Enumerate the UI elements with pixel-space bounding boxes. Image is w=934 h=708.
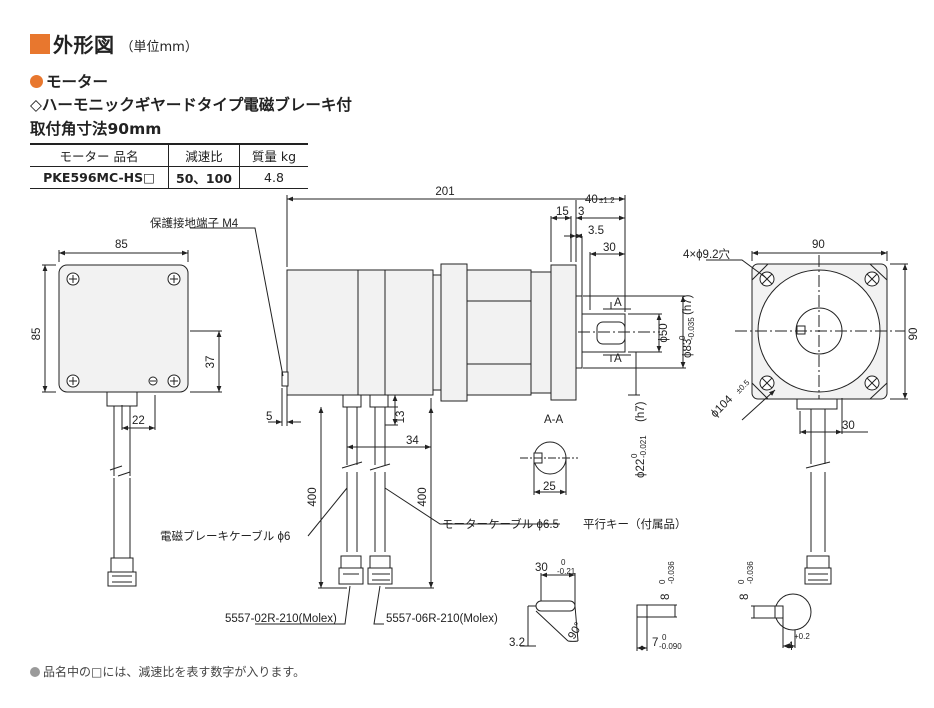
svg-text:8: 8: [739, 594, 751, 600]
svg-text:40: 40: [585, 194, 598, 206]
svg-text:25: 25: [543, 481, 556, 493]
col-header-model: モーター 品名: [30, 143, 169, 167]
type-heading: ◇ハーモニックギヤードタイプ電磁ブレーキ付: [30, 96, 352, 114]
ground-terminal-label: 保護接地端子 M4: [150, 216, 239, 230]
svg-text:3.5: 3.5: [588, 225, 604, 237]
motor-connector-label: 5557-06R-210(Molex): [386, 613, 498, 625]
svg-text:-0.090: -0.090: [659, 642, 682, 651]
side-view: [190, 195, 686, 625]
svg-text:ϕ22: ϕ22: [635, 459, 647, 478]
svg-text:90°: 90°: [566, 620, 585, 641]
svg-text:-0.035: -0.035: [687, 317, 696, 340]
unit-label: （単位mm）: [120, 39, 198, 55]
svg-text:A: A: [614, 353, 622, 365]
svg-text:-0.036: -0.036: [667, 561, 676, 584]
svg-text:A: A: [614, 297, 622, 309]
svg-text:201: 201: [435, 186, 454, 198]
svg-text:+0.2: +0.2: [794, 632, 810, 641]
svg-text:8: 8: [660, 594, 672, 600]
svg-text:-0.21: -0.21: [557, 567, 576, 576]
svg-text:(h7): (h7): [635, 401, 647, 422]
svg-text:30: 30: [603, 242, 616, 254]
callout-labels: 保護接地端子 M4 電磁ブレーキケーブル ϕ6 モーターケーブル ϕ6.5 平行…: [150, 216, 687, 625]
svg-text:4×ϕ9.2穴: 4×ϕ9.2穴: [683, 247, 731, 261]
page-title: 外形図: [53, 33, 115, 57]
svg-text:5: 5: [266, 411, 272, 423]
svg-text:-0.021: -0.021: [639, 435, 648, 458]
svg-text:4: 4: [787, 641, 794, 653]
col-header-ratio: 減速比: [168, 143, 240, 167]
footnote: 品名中の□には、減速比を表す数字が入ります。: [30, 663, 305, 680]
svg-text:13: 13: [395, 411, 407, 424]
front-view: [42, 250, 222, 587]
svg-text:-0.036: -0.036: [746, 561, 755, 584]
svg-text:0: 0: [678, 335, 687, 340]
brake-connector-label: 5557-02R-210(Molex): [225, 613, 337, 625]
motor-heading: モーター: [30, 70, 108, 92]
svg-text:ϕ50: ϕ50: [658, 323, 670, 342]
brake-cable-label: 電磁ブレーキケーブル ϕ6: [160, 529, 290, 543]
cell-mass: 4.8: [239, 166, 308, 189]
svg-text:7: 7: [652, 637, 658, 649]
svg-text:0: 0: [658, 579, 667, 584]
svg-text:0: 0: [561, 558, 566, 567]
svg-text:90: 90: [908, 328, 920, 341]
col-header-mass: 質量 kg: [239, 143, 308, 167]
spec-table: モーター 品名 減速比 質量 kg PKE596MC-HS□ 50、100 4.…: [30, 143, 308, 189]
svg-text:37: 37: [205, 356, 217, 369]
svg-text:A-A: A-A: [544, 414, 564, 426]
svg-text:400: 400: [307, 487, 319, 506]
svg-text:85: 85: [31, 328, 43, 341]
dimension-texts: 85 85 37 22 201 40 ±1.2 15 3 3.5 30 5 13…: [31, 186, 920, 653]
gray-dot-icon: [30, 666, 40, 677]
cell-ratio: 50、100: [168, 166, 240, 189]
section-header: 外形図 （単位mm）: [30, 29, 198, 58]
cell-model: PKE596MC-HS□: [30, 166, 169, 189]
svg-text:ϕ104: ϕ104: [709, 393, 736, 420]
svg-text:400: 400: [417, 487, 429, 506]
orange-dot-icon: [30, 74, 43, 88]
svg-text:0: 0: [662, 633, 667, 642]
key-label: 平行キー（付属品）: [583, 518, 687, 531]
svg-text:34: 34: [406, 435, 419, 447]
svg-text:0: 0: [737, 579, 746, 584]
svg-text:15: 15: [556, 206, 569, 218]
svg-text:30: 30: [535, 562, 548, 574]
svg-text:±0.5: ±0.5: [734, 378, 752, 396]
section-aa: [520, 441, 578, 495]
svg-text:3: 3: [578, 206, 584, 218]
svg-text:85: 85: [115, 239, 128, 251]
parallel-key: [520, 572, 812, 651]
svg-text:0: 0: [630, 453, 639, 458]
motor-cable-label: モーターケーブル ϕ6.5: [442, 517, 559, 531]
orange-square-icon: [30, 33, 50, 54]
svg-text:(h7): (h7): [682, 294, 694, 315]
svg-text:30: 30: [842, 420, 855, 432]
flange-view: [706, 250, 908, 585]
size-heading: 取付角寸法90mm: [30, 120, 162, 138]
svg-text:90: 90: [812, 239, 825, 251]
svg-text:3.2: 3.2: [509, 637, 525, 649]
svg-text:ϕ83: ϕ83: [682, 339, 694, 358]
svg-text:22: 22: [132, 415, 145, 427]
svg-text:±1.2: ±1.2: [599, 196, 615, 205]
